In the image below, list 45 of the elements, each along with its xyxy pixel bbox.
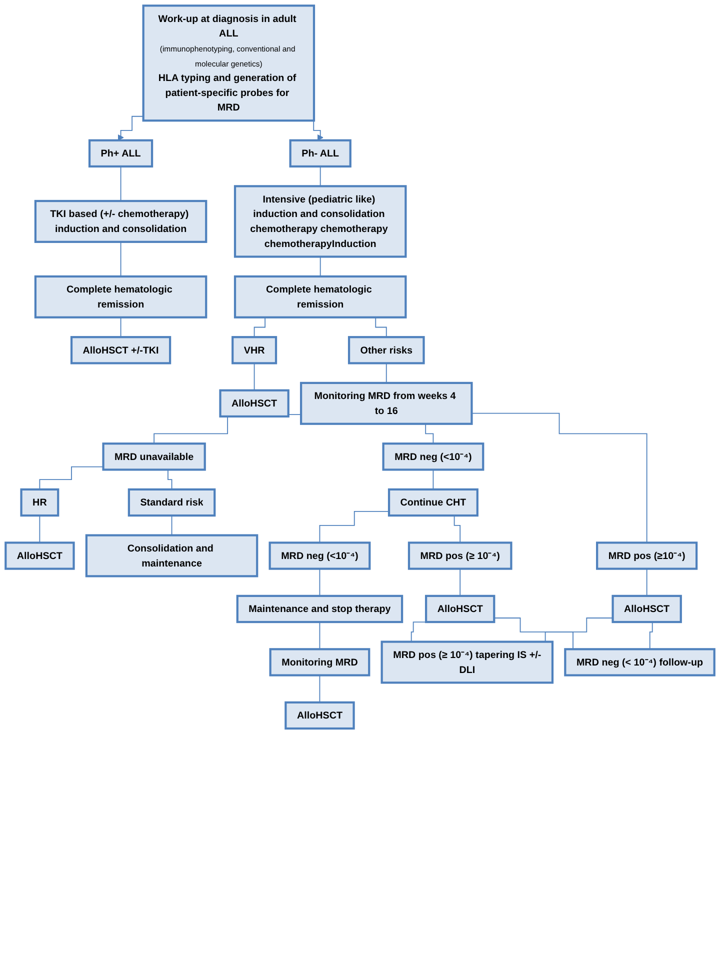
node-box: AlloHSCT: [612, 594, 682, 624]
connector: [386, 362, 387, 384]
connector: [460, 568, 461, 596]
node-box: Intensive (pediatric like) induction and consolidation chemotherapy chemotherapy chemotherapyInduction: [234, 185, 407, 258]
connector: [120, 166, 122, 202]
connector: [432, 469, 434, 490]
node-box: Standard risk: [128, 488, 216, 517]
node-box: Consolidation and maintenance: [85, 534, 258, 578]
connector: [39, 515, 40, 544]
node-box: MRD pos (≥10⁻⁴): [596, 542, 698, 570]
node-box: Complete hematologic remission: [234, 275, 407, 318]
node-box: VHR: [232, 336, 278, 364]
node-box: HR: [20, 488, 60, 517]
arrow: [118, 116, 144, 141]
connector: [319, 510, 390, 544]
node-box: Monitoring MRD from weeks 4 to 16: [300, 382, 473, 425]
node-box: AlloHSCT: [284, 701, 355, 730]
node-box: Ph- ALL: [289, 139, 352, 168]
node-box: AlloHSCT: [4, 542, 75, 570]
connector: [319, 568, 320, 596]
connector: [646, 568, 648, 596]
node-box: MRD neg (<10⁻⁴): [382, 442, 484, 471]
node-box: Monitoring MRD: [269, 648, 370, 676]
node-box: Continue CHT: [388, 488, 478, 517]
node-box: MRD pos (≥ 10⁻⁴): [408, 542, 512, 570]
connector: [319, 674, 320, 703]
connector: [319, 622, 320, 650]
node-box: AlloHSCT +/-TKI: [70, 336, 172, 364]
node-box: MRD neg (<10⁻⁴): [268, 542, 371, 570]
node-box: AlloHSCT: [219, 389, 290, 418]
connector: [120, 241, 122, 277]
connector: [320, 256, 321, 277]
node-box: MRD unavailable: [102, 442, 206, 471]
connector: [471, 412, 648, 544]
node-box: Ph+ ALL: [88, 139, 154, 168]
node-box: Maintenance and stop therapy: [236, 594, 404, 624]
connector: [254, 362, 255, 391]
node-box: TKI based (+/- chemotherapy) induction and consolidation: [34, 200, 208, 243]
node-box: Other risks: [348, 336, 425, 364]
connector: [39, 466, 104, 490]
node-box: AlloHSCT: [424, 594, 496, 624]
node-box: Complete hematologic remission: [34, 275, 208, 318]
node-box: MRD pos (≥ 10⁻⁴) tapering IS +/-DLI: [380, 640, 554, 684]
connector: [171, 515, 172, 536]
node-box: MRD neg (< 10⁻⁴) follow-up: [564, 648, 716, 676]
